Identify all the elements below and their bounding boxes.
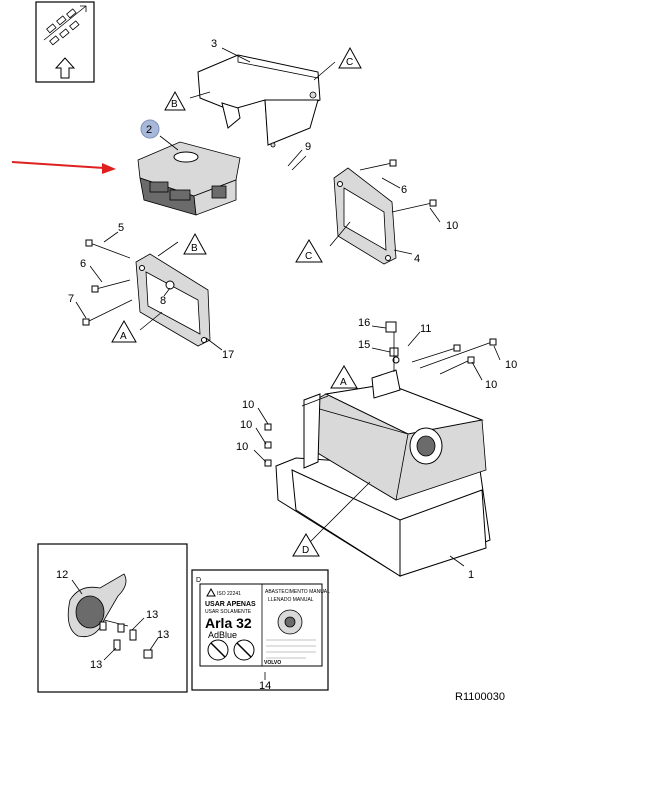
ref-marker-b1: B <box>171 99 178 110</box>
callout-13-a: 13 <box>146 609 158 621</box>
callout-16: 16 <box>358 317 370 329</box>
callout-9: 9 <box>305 141 311 153</box>
callout-5: 5 <box>118 222 124 234</box>
leader-lines <box>75 47 501 567</box>
highlight-arrow <box>11 161 116 174</box>
label-brand: VOLVO <box>264 660 281 666</box>
bracket-part-3 <box>197 54 321 148</box>
ref-marker-a1: A <box>120 331 127 342</box>
callout-4: 4 <box>414 253 420 265</box>
label-left-subtitle: USAR SOLAMENTE <box>205 609 252 615</box>
callout-17: 17 <box>222 349 234 361</box>
callout-6-right: 6 <box>401 184 407 196</box>
callout-1: 1 <box>468 569 474 581</box>
bolts-right-upper <box>359 159 437 213</box>
ref-triangle-c1 <box>338 46 362 69</box>
tank-part-1 <box>275 321 491 577</box>
ref-marker-d1: D <box>302 545 309 556</box>
ref-marker-c2: C <box>305 251 312 262</box>
callout-15: 15 <box>358 339 370 351</box>
label-corner-letter: D <box>196 577 201 584</box>
ref-triangle-b1 <box>164 90 186 111</box>
callout-11: 11 <box>420 323 431 335</box>
callout-10-tank-b: 10 <box>485 379 497 391</box>
frame-part-17 <box>135 253 211 347</box>
drawing-code: R1100030 <box>455 691 505 703</box>
ref-marker-a2: A <box>340 377 347 388</box>
callout-13-b: 13 <box>157 629 169 641</box>
label-standard: ISO 22241 <box>217 591 241 597</box>
label-right-title-1: ABASTECIMENTO MANUAL <box>265 589 330 595</box>
label-product-sub: AdBlue <box>208 630 237 640</box>
callout-14: 14 <box>259 680 271 692</box>
ref-triangle-d1 <box>292 533 320 557</box>
bolts-left <box>82 239 133 326</box>
ref-marker-c1: C <box>346 57 353 68</box>
callout-12: 12 <box>56 569 68 581</box>
warning-icon <box>206 587 216 597</box>
callout-13-c: 13 <box>90 659 102 671</box>
highlight-badge <box>140 119 160 139</box>
bolts-tank <box>264 338 497 467</box>
ref-marker-b2: B <box>191 243 198 254</box>
callout-10-tank-e: 10 <box>236 441 248 453</box>
no-water-icon <box>233 639 255 661</box>
frame-part-4 <box>333 167 397 265</box>
callout-10-right: 10 <box>446 220 458 232</box>
orientation-icon <box>43 5 87 46</box>
ref-triangle-c2 <box>295 239 323 263</box>
ref-triangle-a2 <box>330 365 358 389</box>
ref-triangle-b2 <box>183 232 207 255</box>
callout-7: 7 <box>68 293 74 305</box>
callout-8: 8 <box>160 295 166 307</box>
callout-10-tank-d: 10 <box>240 419 252 431</box>
nozzle-detail-box <box>37 543 188 693</box>
label-product: Arla 32 <box>205 615 252 631</box>
reference-triangles <box>111 46 362 557</box>
ref-triangle-a1 <box>111 319 137 343</box>
callout-10-tank-c: 10 <box>242 399 254 411</box>
label-panel-box <box>191 569 329 691</box>
arrow-up-icon <box>54 57 76 79</box>
label-right-title-2: LLENADO MANUAL <box>268 597 314 603</box>
callout-10-tank-a: 10 <box>505 359 517 371</box>
callout-6-left: 6 <box>80 258 86 270</box>
callout-3: 3 <box>211 38 217 50</box>
label-left-title: USAR APENAS <box>205 601 256 608</box>
orientation-box <box>35 1 95 83</box>
callout-2: 2 <box>146 124 152 136</box>
control-unit-part-2 <box>137 141 241 216</box>
no-diesel-icon <box>207 639 229 661</box>
